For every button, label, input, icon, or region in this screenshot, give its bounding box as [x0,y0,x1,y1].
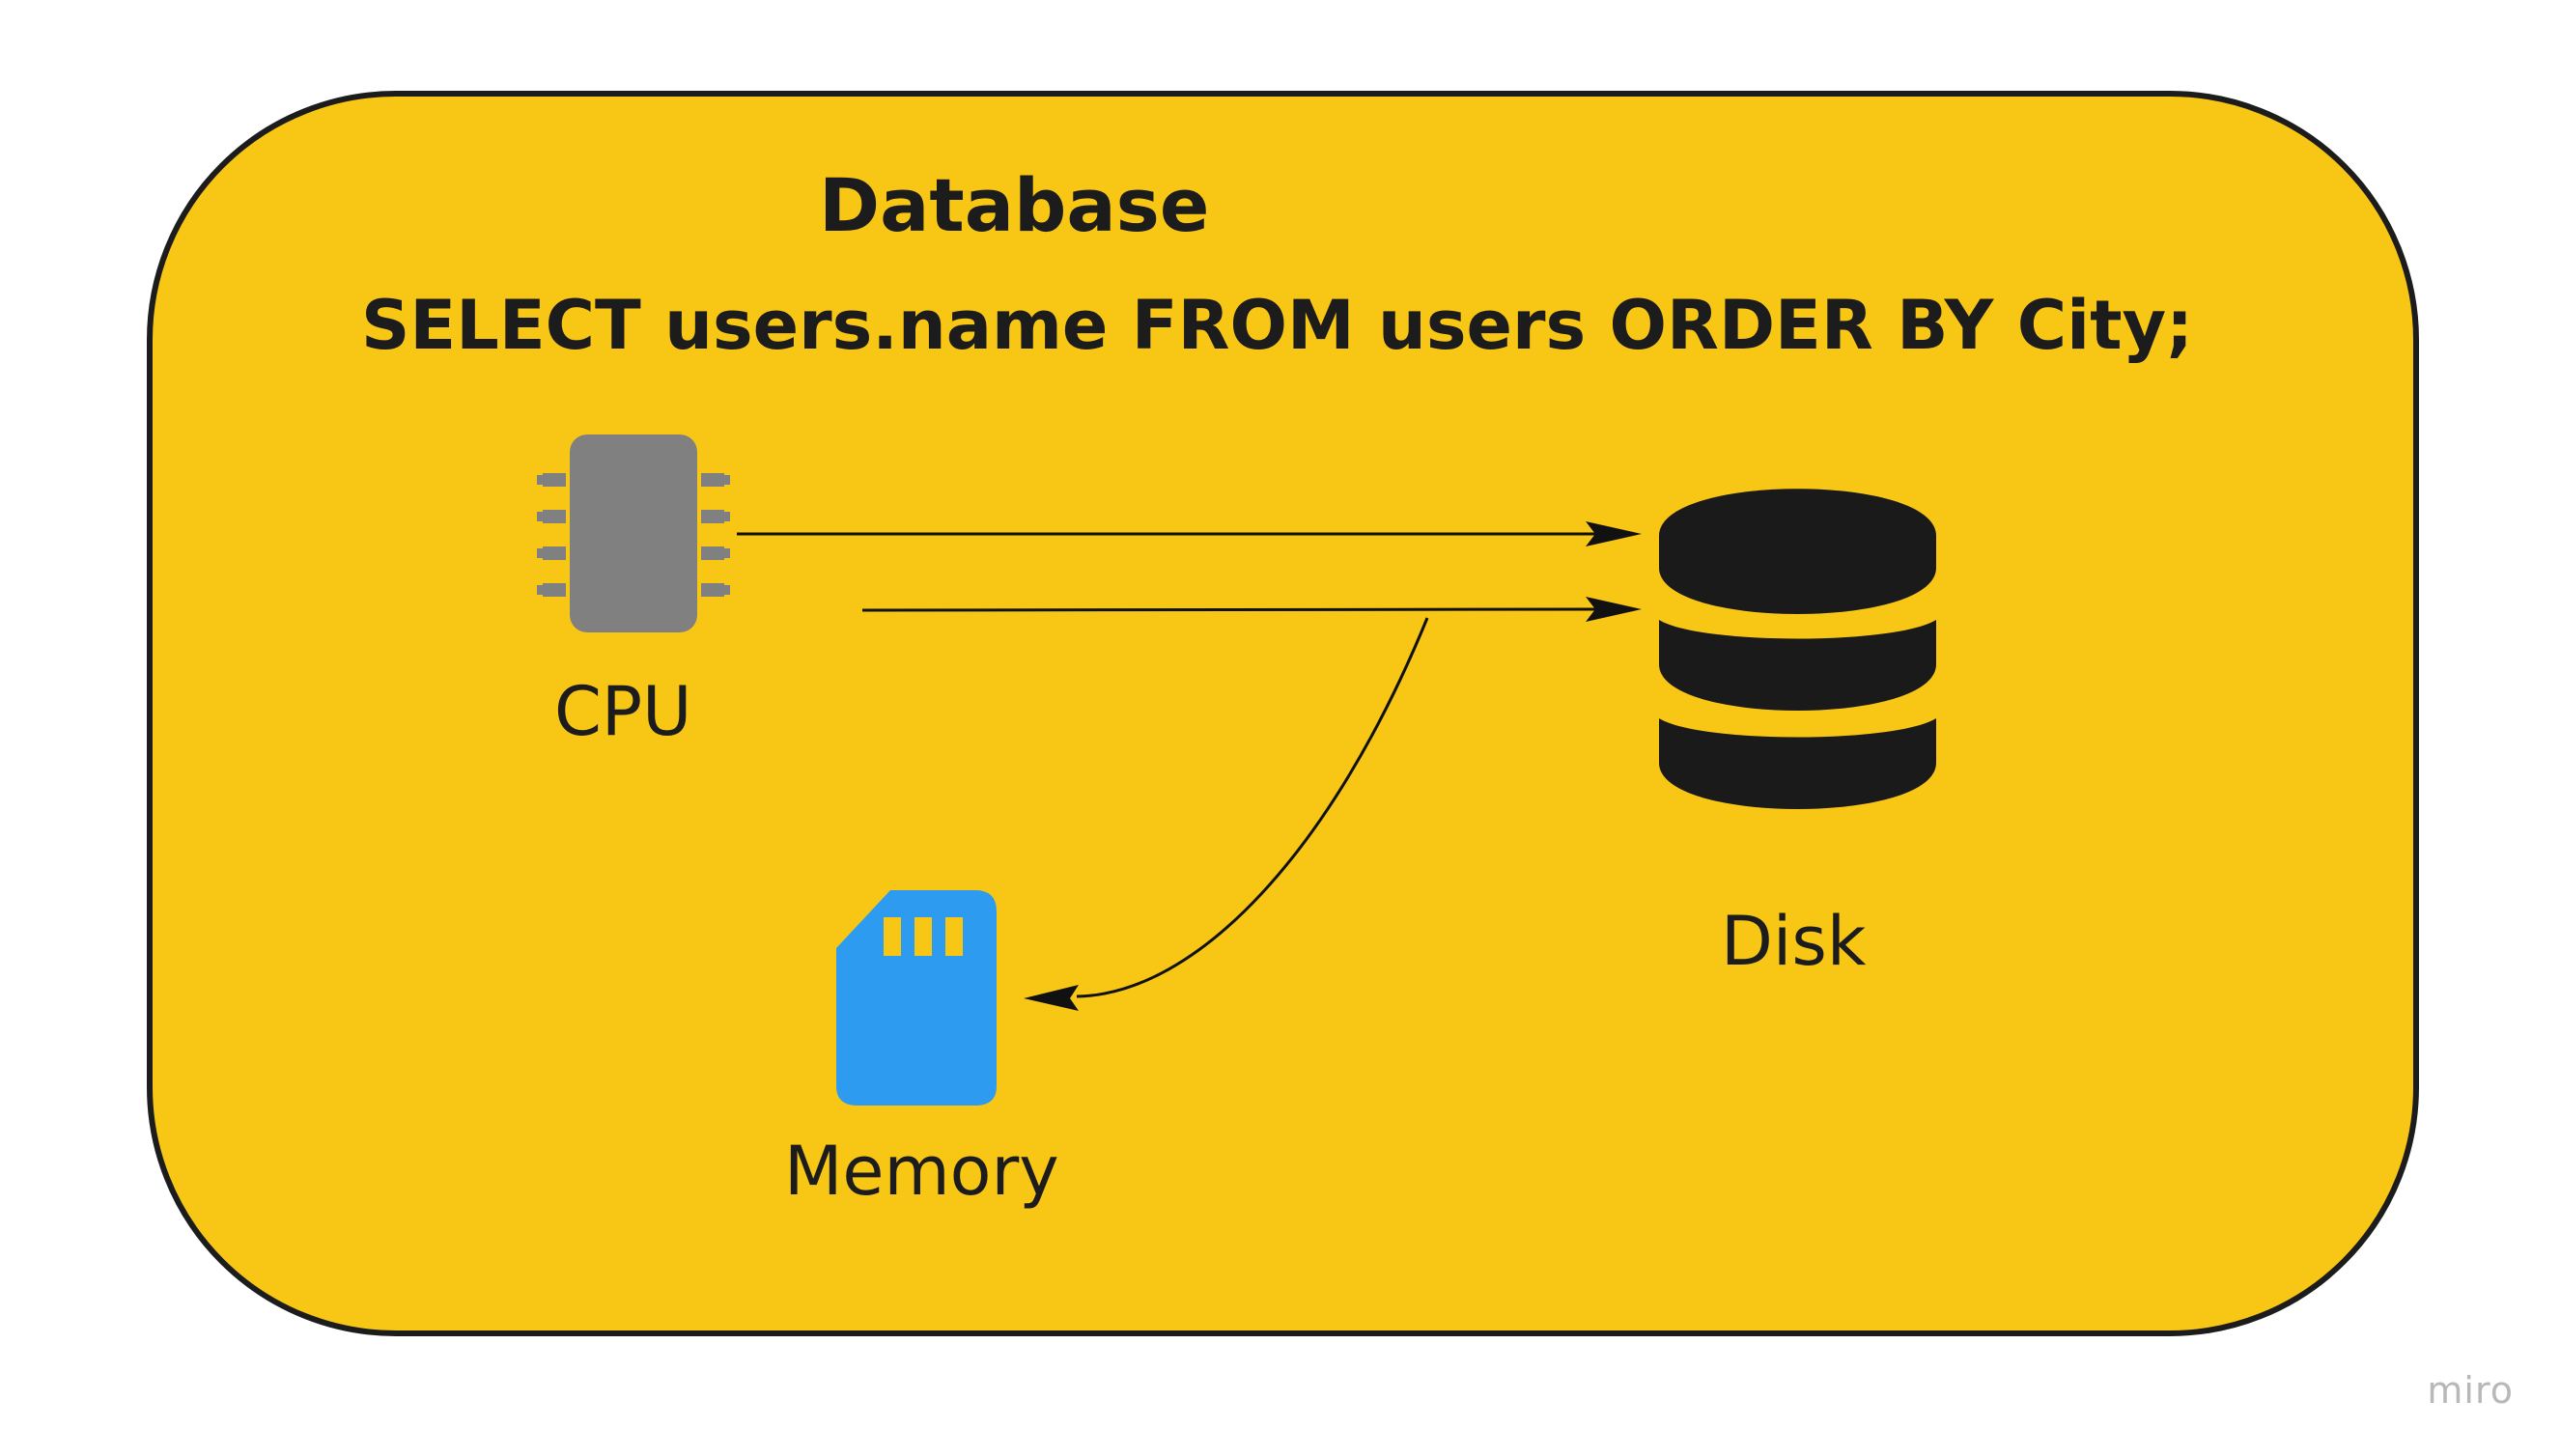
disk-label: Disk [1721,902,1867,981]
memory-label: Memory [784,1132,1059,1211]
database-container [147,91,2419,1336]
diagram-title: Database [819,162,1210,248]
cpu-label: CPU [554,672,692,751]
arrow-to-memory [1024,617,1429,1011]
sd-card-icon [836,890,997,1106]
miro-watermark: miro [2427,1369,2514,1412]
arrow-cpu-to-disk-top [737,521,1642,546]
cpu-chip-icon [537,434,730,632]
sql-query-text: SELECT users.name FROM users ORDER BY Ci… [361,286,2194,365]
database-disk-icon [1659,489,1936,809]
arrow-cpu-to-disk-bottom [861,597,1642,622]
